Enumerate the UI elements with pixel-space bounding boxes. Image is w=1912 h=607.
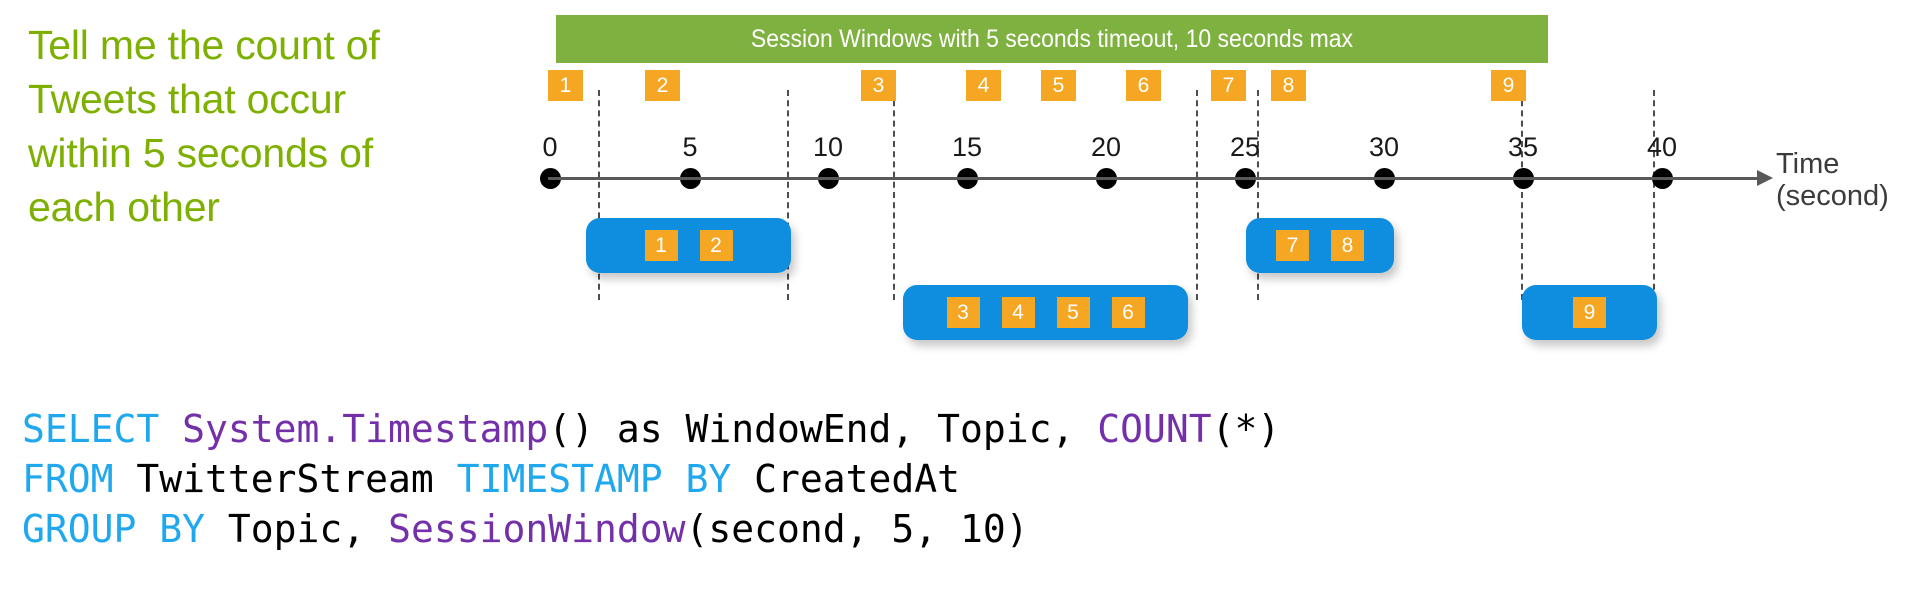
- axis-tick-label-10: 10: [812, 132, 844, 162]
- time-axis-arrow-icon: [1757, 170, 1773, 186]
- time-axis-caption-line2: (second): [1776, 180, 1889, 213]
- session-event-badge-9: 9: [1573, 297, 1606, 328]
- sql-token: CreatedAt: [754, 457, 961, 501]
- axis-tick-label-20: 20: [1090, 132, 1122, 162]
- sql-token: TIMESTAMP BY: [456, 457, 755, 501]
- session-event-badge-2: 2: [699, 230, 733, 261]
- event-badge-3: 3: [861, 70, 896, 101]
- dashed-boundary-line: [787, 90, 789, 300]
- prompt-text: Tell me the count of Tweets that occur w…: [28, 22, 380, 231]
- sql-token: (*): [1211, 407, 1281, 451]
- axis-tick-label-25: 25: [1229, 132, 1261, 162]
- dashed-boundary-line: [1196, 90, 1198, 300]
- axis-tick-label-30: 30: [1368, 132, 1400, 162]
- sql-token: TwitterStream: [136, 457, 457, 501]
- dashed-boundary-line: [1521, 90, 1523, 300]
- sql-token: FROM: [22, 457, 137, 501]
- event-badge-5: 5: [1041, 70, 1076, 101]
- session-event-badge-5: 5: [1056, 297, 1090, 328]
- event-badge-4: 4: [966, 70, 1001, 101]
- axis-tick-label-0: 0: [542, 132, 558, 162]
- axis-tick-label-40: 40: [1646, 132, 1678, 162]
- sql-token: SessionWindow: [388, 507, 686, 551]
- event-badge-6: 6: [1126, 70, 1161, 101]
- sql-line: SELECT System.Timestamp() as WindowEnd, …: [22, 404, 1280, 454]
- session-event-badge-1: 1: [644, 230, 678, 261]
- axis-tick-label-15: 15: [951, 132, 983, 162]
- time-axis-caption-line1: Time: [1776, 148, 1840, 180]
- sql-token: (second, 5, 10): [685, 507, 1029, 551]
- session-event-badge-8: 8: [1331, 230, 1364, 261]
- axis-tick-label-35: 35: [1507, 132, 1539, 162]
- event-badge-9: 9: [1491, 70, 1526, 101]
- session-window-diagram: Session Windows with 5 seconds timeout, …: [540, 15, 1889, 340]
- dashed-boundary-line: [893, 90, 895, 300]
- session-event-badge-4: 4: [1001, 297, 1035, 328]
- sql-token: COUNT: [1097, 407, 1212, 451]
- sql-token: System.Timestamp: [182, 407, 549, 451]
- dashed-boundary-line: [1653, 90, 1655, 300]
- dashed-boundary-line: [598, 90, 600, 300]
- event-badge-2: 2: [645, 70, 680, 101]
- sql-token: SELECT: [22, 407, 183, 451]
- time-axis-line: [548, 177, 1760, 180]
- axis-tick-label-5: 5: [682, 132, 698, 162]
- sql-line: FROM TwitterStream TIMESTAMP BY CreatedA…: [22, 454, 1280, 504]
- sql-line: GROUP BY Topic, SessionWindow(second, 5,…: [22, 504, 1280, 554]
- session-event-badge-7: 7: [1276, 230, 1309, 261]
- sql-query-block: SELECT System.Timestamp() as WindowEnd, …: [22, 404, 1280, 554]
- session-event-badge-6: 6: [1111, 297, 1145, 328]
- session-event-badge-3: 3: [946, 297, 980, 328]
- event-badge-8: 8: [1271, 70, 1306, 101]
- session-window-box: 9: [1522, 285, 1657, 340]
- event-badge-7: 7: [1211, 70, 1246, 101]
- diagram-banner: Session Windows with 5 seconds timeout, …: [556, 15, 1548, 63]
- event-badge-1: 1: [548, 70, 583, 101]
- diagram-banner-label: Session Windows with 5 seconds timeout, …: [750, 25, 1354, 53]
- sql-token: Topic,: [227, 507, 389, 551]
- sql-token: () as WindowEnd, Topic,: [548, 407, 1098, 451]
- sql-token: GROUP BY: [22, 507, 228, 551]
- time-axis-caption: Time(second): [1776, 148, 1889, 213]
- dashed-boundary-line: [1257, 90, 1259, 300]
